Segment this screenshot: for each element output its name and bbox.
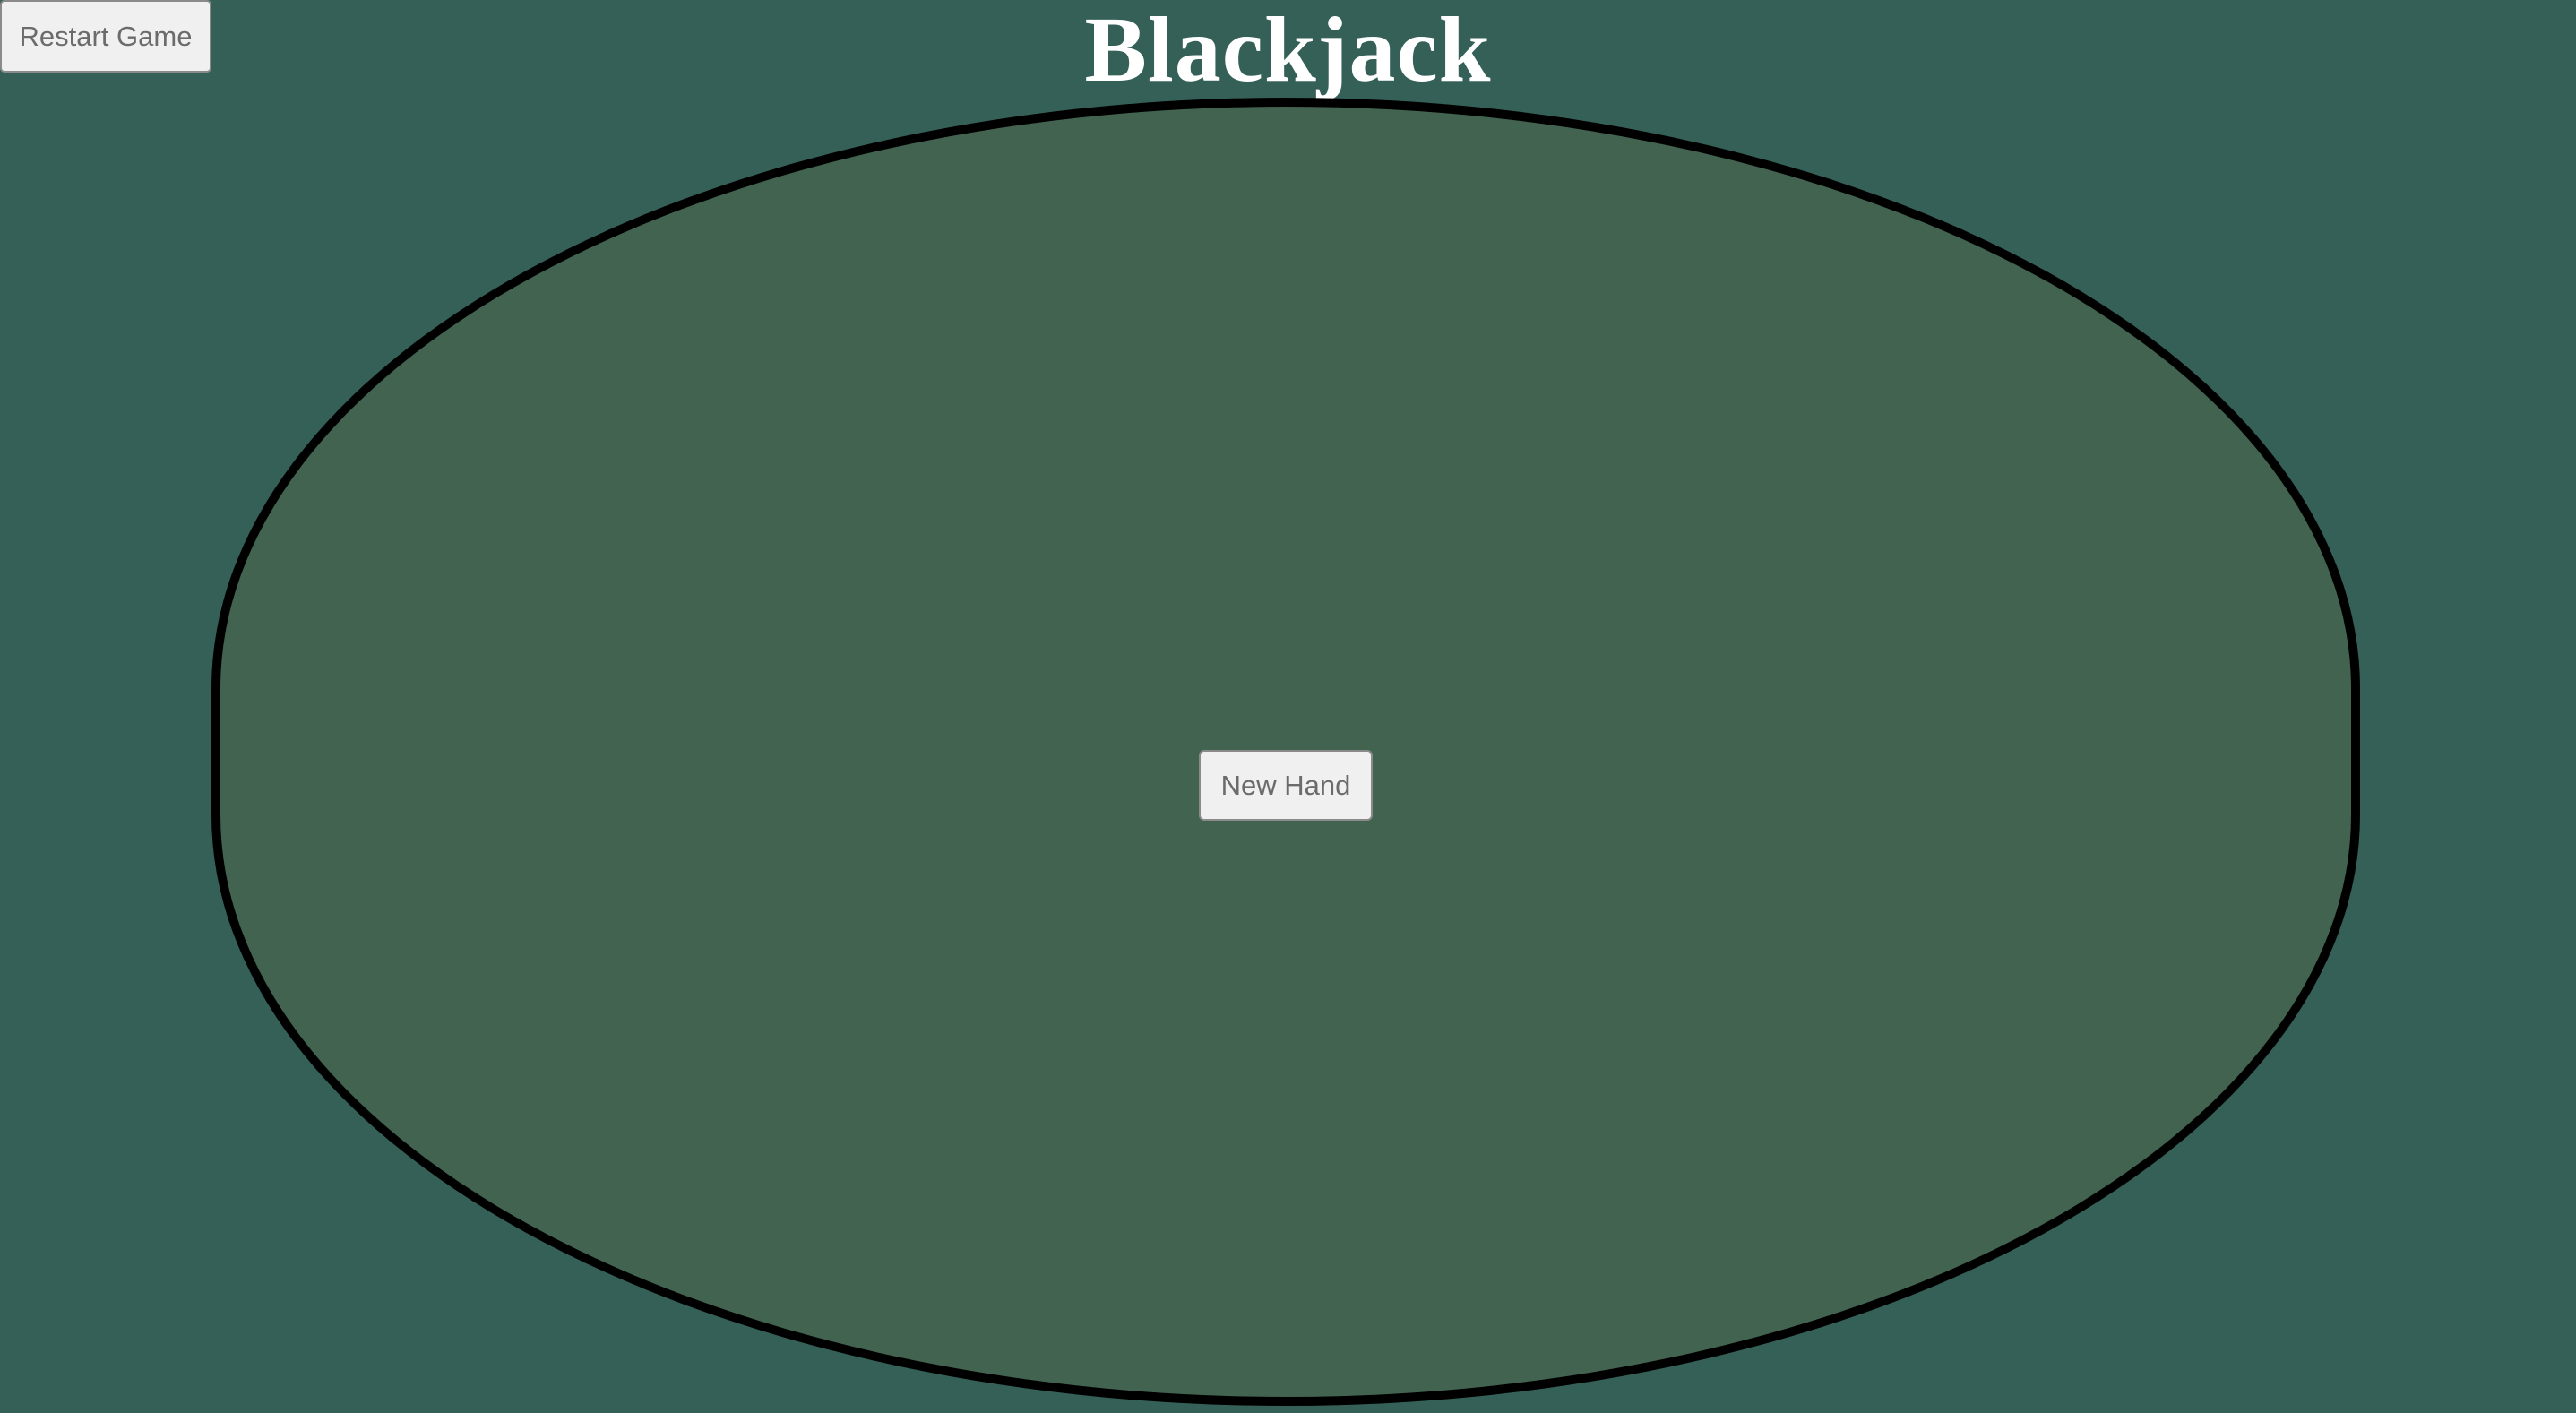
restart-game-button[interactable]: Restart Game bbox=[0, 0, 211, 73]
new-hand-button[interactable]: New Hand bbox=[1199, 750, 1373, 821]
page-title: Blackjack bbox=[1084, 0, 1492, 101]
